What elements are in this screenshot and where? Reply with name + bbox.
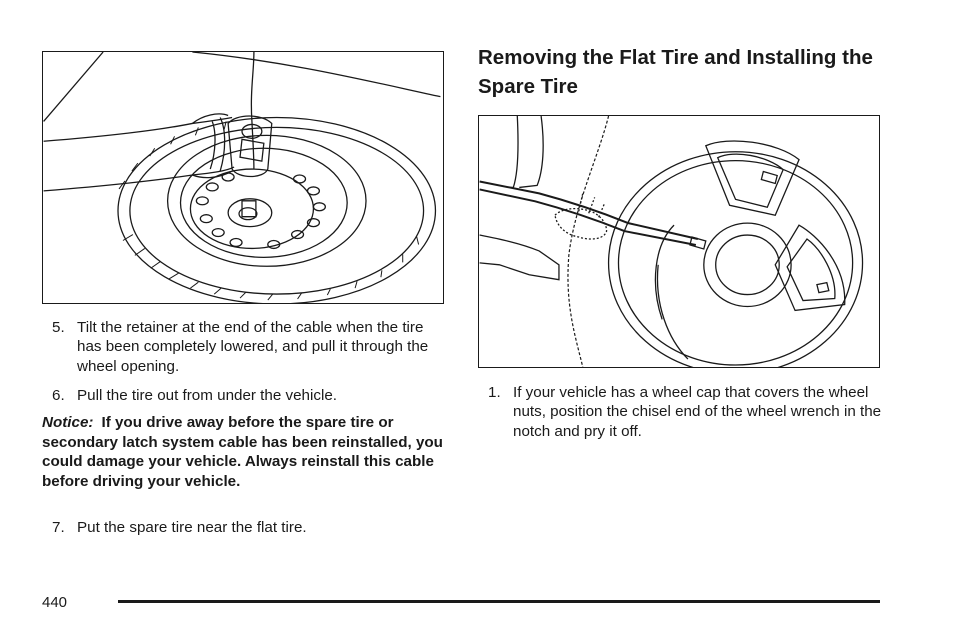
tire-outer xyxy=(117,116,437,303)
wheel-cap xyxy=(703,222,792,308)
steps-list-5-6: 5. Tilt the retainer at the end of the c… xyxy=(42,318,450,406)
arm xyxy=(43,116,233,142)
wheel-disc xyxy=(607,151,864,367)
step-text: If your vehicle has a wheel cap that cov… xyxy=(513,384,882,440)
hand xyxy=(554,208,608,240)
footer-rule xyxy=(118,600,880,603)
step-5: 5. Tilt the retainer at the end of the c… xyxy=(42,318,450,376)
step-7: 7. Put the spare tire near the flat tire… xyxy=(42,518,450,537)
wheel-rim xyxy=(166,134,367,267)
step-text: Put the spare tire near the flat tire. xyxy=(77,519,307,536)
step-number: 1. xyxy=(488,384,501,401)
cable-retainer xyxy=(227,115,273,178)
notice-block: Notice:If you drive away before the spar… xyxy=(42,413,450,491)
step-6: 6. Pull the tire out from under the vehi… xyxy=(42,386,450,405)
page-number: 440 xyxy=(42,594,68,611)
wheel-wrench xyxy=(479,180,699,240)
step-1: 1. If your vehicle has a wheel cap that … xyxy=(478,383,888,441)
section-heading: Removing the Flat Tire and Installing th… xyxy=(478,46,873,98)
notice-label: Notice: xyxy=(42,414,94,431)
step-number: 6. xyxy=(52,387,65,405)
notice-text: If you drive away before the spare tire … xyxy=(42,414,443,490)
step-number: 5. xyxy=(52,319,65,336)
step-number: 7. xyxy=(52,519,65,536)
steps-list-1: 1. If your vehicle has a wheel cap that … xyxy=(478,383,888,441)
wheel-cap-removal-illustration xyxy=(478,115,880,368)
steps-list-7: 7. Put the spare tire near the flat tire… xyxy=(42,518,450,537)
step-text: Tilt the retainer at the end of the cabl… xyxy=(77,319,429,375)
spare-tire-retainer-illustration xyxy=(42,51,444,304)
step-text: Pull the tire out from under the vehicle… xyxy=(77,387,338,405)
